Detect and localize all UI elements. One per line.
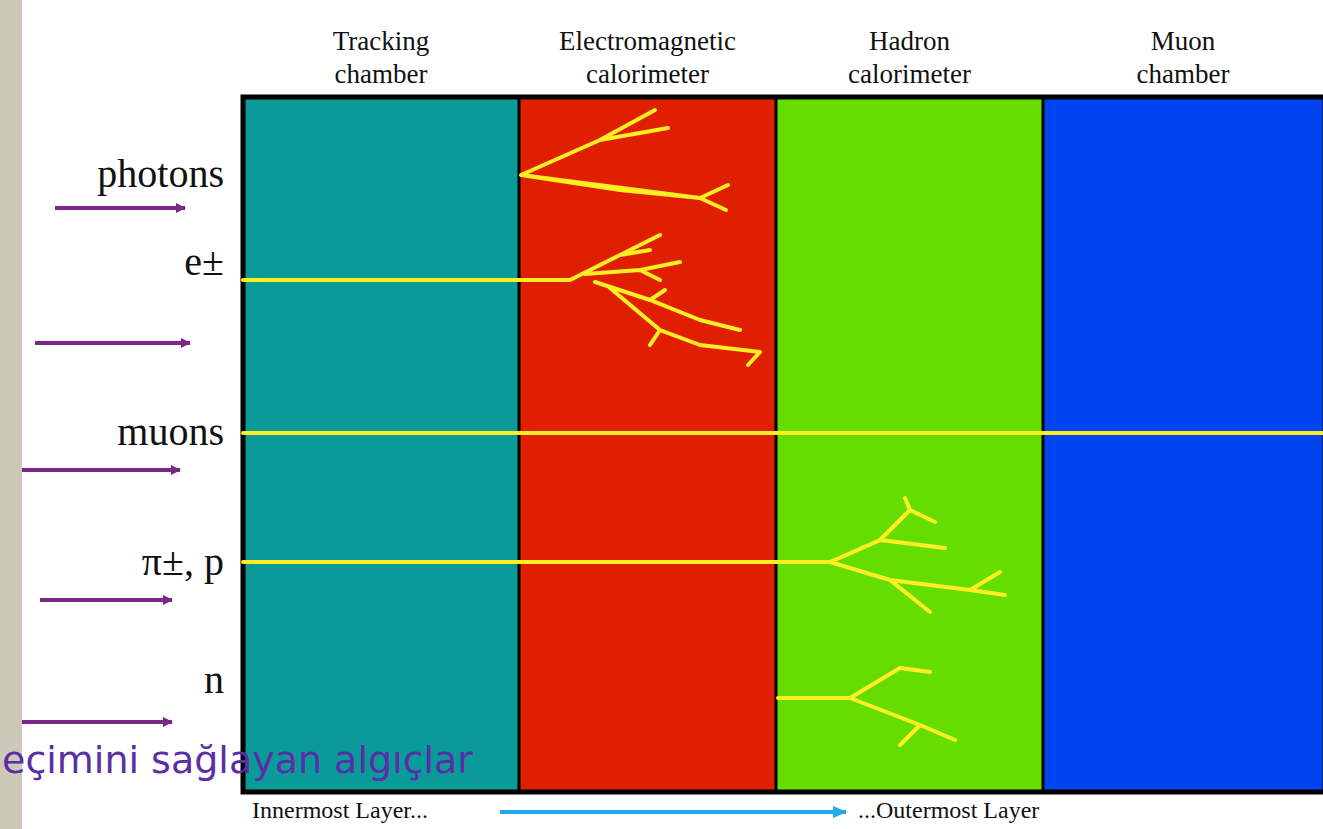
particle-label: photons [97, 152, 224, 196]
particle-label: π±, p [142, 540, 224, 584]
slide-caption-fragment: eçimini sağlayan algıçlar [2, 738, 473, 782]
particle-label: e± [184, 240, 224, 284]
particle-label: n [204, 658, 224, 702]
layer-heading: Hadron calorimeter [848, 25, 971, 91]
detector-layer: Hadron calorimeter [776, 97, 1043, 792]
layer-heading: Electromagnetic calorimeter [559, 25, 736, 91]
layer-direction: ...Outermost Layer [858, 797, 1039, 823]
detector-layer: Tracking chamber [243, 97, 519, 792]
layer-heading: Muon chamber [1137, 25, 1230, 91]
detector-layer: Muon chamber [1043, 97, 1323, 792]
detector-layer: Electromagnetic calorimeter [519, 97, 776, 792]
layer-direction: Innermost Layer... [252, 797, 428, 823]
layer-heading: Tracking chamber [333, 25, 430, 91]
particle-label: muons [117, 410, 224, 454]
